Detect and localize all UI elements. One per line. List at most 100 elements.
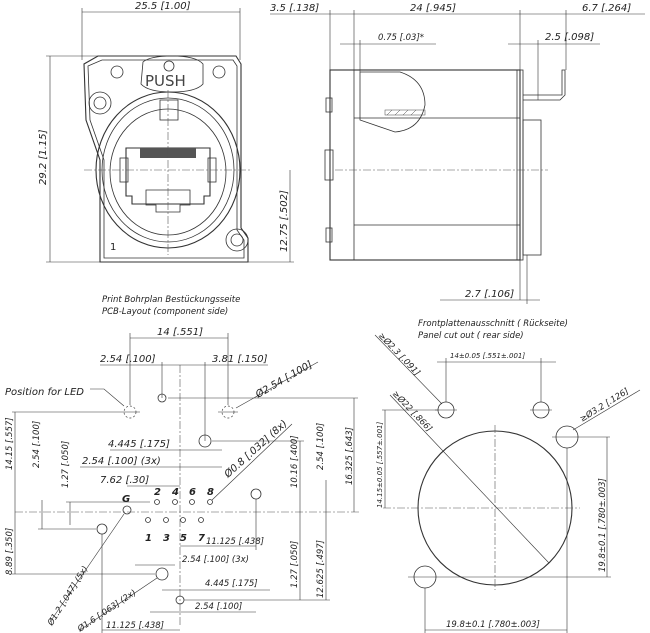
hatch-line xyxy=(402,109,409,116)
screw-horizontal-text: 19.8±0.1 [.780±.003] xyxy=(446,620,540,630)
pcb-hole-large xyxy=(155,567,169,581)
release-icon xyxy=(163,60,175,72)
rear-dim-text: 6.7 [.264] xyxy=(582,3,631,14)
d11125-bottom-text: 11.125 [.438] xyxy=(106,621,164,631)
left-127-text: 1.27 [.050] xyxy=(61,441,71,488)
side-rear-plate xyxy=(522,119,542,256)
side-latch xyxy=(324,149,334,181)
pin-hole-1 xyxy=(145,517,151,523)
pin-dia-leader xyxy=(211,423,293,501)
screw-boss-top xyxy=(88,91,112,115)
d4445-bottom-text: 4.445 [.175] xyxy=(205,579,258,589)
front-view: PUSH 1 25.5 [1.00] 29.2 [1.15] 12.75 [.5… xyxy=(38,1,294,263)
led-label: Position for LED xyxy=(5,387,84,398)
hatched-section xyxy=(384,109,426,116)
screw-boss-bottom xyxy=(225,228,249,252)
side-view: 3.5 [.138] 24 [.945] 6.7 [.264] 0.75 [.0… xyxy=(270,3,645,304)
d254-top-text: 2.54 [.100] xyxy=(100,354,156,365)
main-hole-text: ≥Ø22 [.866] xyxy=(390,388,435,434)
pcb-title-en: PCB-Layout (component side) xyxy=(102,307,228,317)
pin-label-8: 8 xyxy=(207,487,214,498)
flange-dim-text: 3.5 [.138] xyxy=(270,3,319,14)
latch-block xyxy=(159,99,179,121)
screw-vertical-text: 19.8±0.1 [.780±.003] xyxy=(598,478,608,572)
main-hole-leader xyxy=(389,394,550,564)
pin-dia-text: Ø0.8 [.032] (8x) xyxy=(221,418,289,481)
panel-title-en: Panel cut out ( rear side) xyxy=(418,331,524,341)
pin-hole-2 xyxy=(154,499,160,505)
small-hole-text: ≥Ø2.3 [.091] xyxy=(376,330,423,378)
pin-hole-4 xyxy=(172,499,178,505)
pin-hole-3 xyxy=(163,517,169,523)
hatch-line xyxy=(410,109,417,116)
hatch-line xyxy=(386,109,393,116)
hatch-box xyxy=(384,109,426,116)
screw-hole-leader xyxy=(572,389,641,431)
front-hole-left xyxy=(110,65,124,79)
led-spacing-dim-text: 14 [.551] xyxy=(157,327,203,338)
pin-label-5: 5 xyxy=(180,533,187,544)
right-127-text: 1.27 [.050] xyxy=(290,541,300,588)
rj45-socket xyxy=(125,147,211,205)
panel-title-de: Frontplattenausschnitt ( Rückseite) xyxy=(418,319,568,329)
pcb-title-de: Print Bohrplan Bestückungsseite xyxy=(102,295,240,305)
side-bracket xyxy=(523,69,566,101)
pin-hole-8 xyxy=(207,499,213,505)
ground-label: G xyxy=(122,494,130,505)
rj45-key xyxy=(145,189,191,213)
body-length-dim-text: 24 [.945] xyxy=(410,3,456,14)
panel-cutout: Frontplattenausschnitt ( Rückseite) Pane… xyxy=(374,319,641,633)
screw-hole-top xyxy=(93,96,107,110)
pin-hole-7 xyxy=(198,517,204,523)
side-pin xyxy=(325,97,333,113)
small-hole-leader xyxy=(374,334,443,405)
pin-label-7: 7 xyxy=(198,533,205,544)
height-dim-text: 29.2 [1.15] xyxy=(38,129,49,185)
left-889-text: 8.89 [.350] xyxy=(5,528,15,575)
hatch-line xyxy=(394,109,401,116)
right-1016-text: 10.16 [.400] xyxy=(290,435,300,488)
pcb-hole xyxy=(250,488,262,500)
panel-gap-dim-text: 0.75 [.03]* xyxy=(378,33,424,43)
d254-3x-bottom-text: 2.54 [.100] (3x) xyxy=(182,555,249,565)
pcb-hole xyxy=(96,523,108,535)
left-1415-text: 14.15 [.557] xyxy=(5,417,15,470)
width-dim-text: 25.5 [1.00] xyxy=(135,1,191,12)
d254-3x-top-text: 2.54 [.100] (3x) xyxy=(82,456,161,467)
vertical-offset-text: 14.15±0.05 [.557±.001] xyxy=(376,422,384,508)
pin-label-6: 6 xyxy=(189,487,196,498)
d11125-right-text: 11.125 [.438] xyxy=(206,537,264,547)
right-254-text: 2.54 [.100] xyxy=(316,423,326,470)
screw-hole-text: ≥Ø3.2 [.126] xyxy=(578,386,631,425)
pin-label-2: 2 xyxy=(154,487,161,498)
pin-hole-6 xyxy=(189,499,195,505)
screw-hole-bottom xyxy=(230,233,244,247)
push-tab xyxy=(140,55,204,93)
hole12-leader xyxy=(49,513,125,623)
bottom-dim-text: 2.7 [.106] xyxy=(465,289,514,300)
side-body xyxy=(329,69,521,261)
front-hole-right xyxy=(212,65,226,79)
right-12625-text: 12.625 [.497] xyxy=(316,540,326,598)
hole16-leader xyxy=(79,577,158,631)
pin1-marker: 1 xyxy=(110,242,116,253)
d381-top-text: 3.81 [.150] xyxy=(212,354,268,365)
cutaway-section xyxy=(359,71,426,133)
pcb-layout: Print Bohrplan Bestückungsseite PCB-Layo… xyxy=(5,295,360,633)
hole12-text: Ø1.2 [.047] (5x) xyxy=(45,564,91,629)
right-16325-text: 16.325 [.643] xyxy=(345,427,355,485)
bracket-dim-text: 2.5 [.098] xyxy=(545,32,594,43)
pin-hole-5 xyxy=(180,517,186,523)
center-height-dim-text: 12.75 [.502] xyxy=(279,190,290,252)
pin-label-3: 3 xyxy=(163,533,170,544)
pin-label-1: 1 xyxy=(145,533,152,544)
d254-bottom-text: 2.54 [.100] xyxy=(195,602,242,612)
pin-label-4: 4 xyxy=(171,487,179,498)
pcb-ground-hole xyxy=(122,505,132,515)
left-254-text: 2.54 [.100] xyxy=(32,421,42,468)
push-label: PUSH xyxy=(145,72,186,90)
led-leader xyxy=(90,388,125,407)
d4445-top-text: 4.445 [.175] xyxy=(108,439,170,450)
